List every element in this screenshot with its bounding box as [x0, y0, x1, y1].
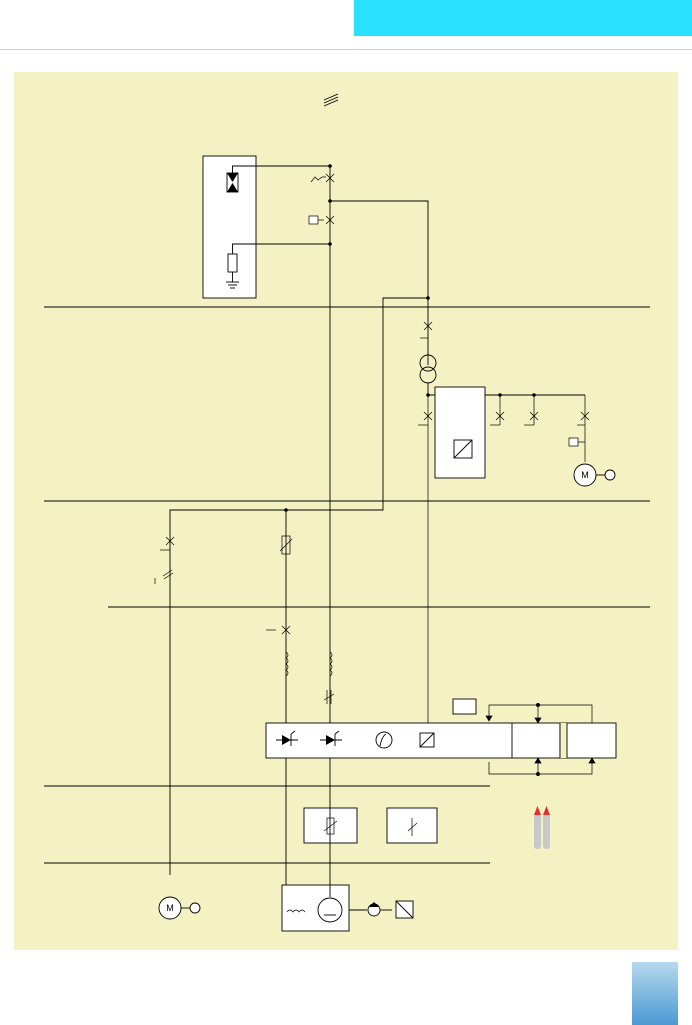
corner-tab — [632, 962, 678, 1025]
converter-icon — [419, 732, 435, 748]
three-phase-hatch-icon — [323, 93, 339, 107]
dc-motor-icon — [317, 897, 343, 923]
auxiliary-motor-icon: M — [158, 896, 201, 920]
surge-arrester-icon — [226, 172, 239, 193]
thyristor-icon — [276, 730, 298, 746]
field-breaker-icon — [266, 625, 291, 635]
reactor-coils-icon — [285, 651, 335, 704]
control-connections — [452, 698, 596, 776]
aux-box-left — [303, 807, 358, 844]
fan-icon — [375, 731, 393, 749]
section-separators — [44, 306, 650, 864]
hv-protection-box — [202, 155, 330, 299]
dc-drive-box — [281, 758, 350, 932]
header-band — [354, 0, 692, 36]
header-rule — [0, 49, 692, 50]
aux-box-right — [386, 807, 438, 844]
hv-disconnector-icon — [310, 173, 335, 183]
thyristor-icon — [320, 730, 342, 746]
hv-breaker-icon — [308, 215, 335, 225]
rectifier-icon — [453, 439, 473, 459]
main-vertical-bus — [308, 164, 335, 727]
gas-bottle-icon — [534, 806, 550, 849]
svg-text:M: M — [166, 903, 174, 913]
converter-cabinet — [265, 722, 617, 759]
excitation-feeder — [154, 536, 175, 584]
lv-breaker-icon — [420, 321, 433, 339]
svg-text:M: M — [581, 470, 589, 480]
current-transformer-icon — [279, 535, 293, 555]
lv-motor-icon: M — [573, 463, 616, 487]
diagram-panel — [14, 72, 678, 950]
rectifier-box — [434, 386, 486, 479]
pump-icon — [349, 900, 414, 919]
